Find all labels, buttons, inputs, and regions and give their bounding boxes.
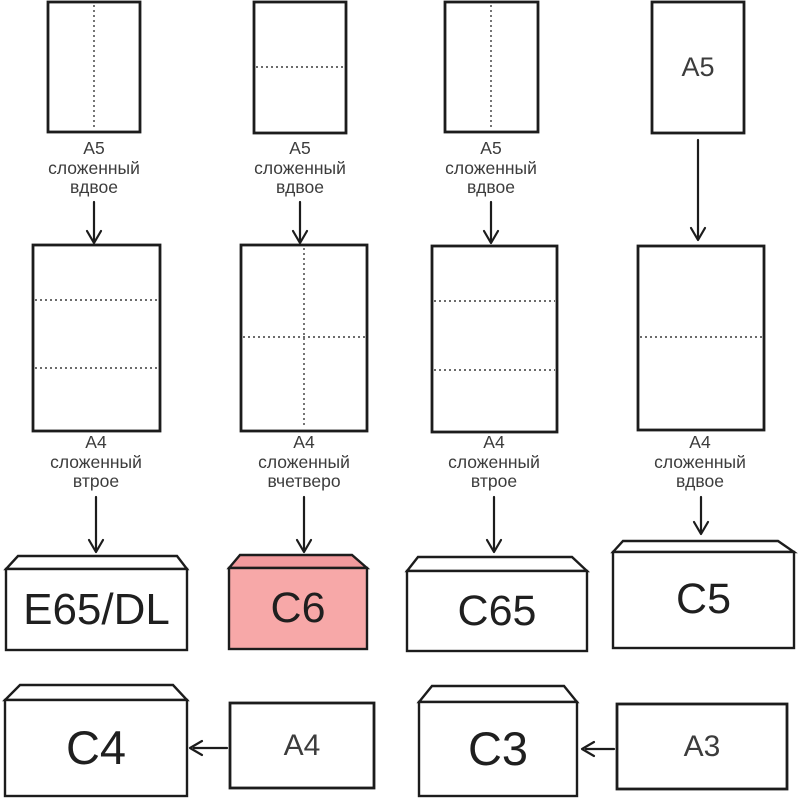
caption-line: сложенный — [445, 157, 537, 178]
envelope-c4-label: C4 — [65, 721, 127, 774]
arrow-down-mid-col1-head — [87, 538, 105, 554]
paper-a4-col3 — [430, 244, 559, 434]
envelope-c6-label: C6 — [270, 584, 326, 632]
caption-line: A4 — [689, 432, 711, 452]
caption-a5-folded-in-half-col1: A5 сложенный вдвое — [24, 138, 164, 198]
arrow-a3-to-c3-head — [580, 740, 596, 758]
paper-a3-bottom — [615, 702, 789, 791]
envelope-c3-flap — [416, 684, 580, 704]
envelope-c6-body — [227, 566, 369, 651]
arrow-down-col2-head — [291, 229, 309, 245]
envelope-c5-label: C5 — [676, 575, 731, 623]
caption-a4-folded-in-half-col4: A4 сложенный вдвое — [630, 432, 770, 492]
envelope-c65-label: C65 — [457, 587, 537, 635]
envelope-e65dl-flap — [3, 554, 190, 571]
envelope-c65-flap — [404, 555, 591, 573]
arrow-down-mid-col4-head — [692, 520, 710, 536]
arrow-down-col1-head — [85, 229, 103, 245]
envelope-c4-flap — [2, 683, 190, 702]
caption-a4-folded-in-three-col1: A4 сложенный втрое — [26, 432, 166, 492]
envelope-c3-label: C3 — [467, 722, 529, 775]
caption-line: сложенный — [258, 451, 350, 472]
caption-line: вдвое — [467, 177, 515, 197]
caption-line: A4 — [483, 432, 505, 452]
caption-line: сложенный — [50, 451, 142, 472]
arrow-a4-to-c4-head — [188, 739, 204, 757]
caption-line: сложенный — [448, 451, 540, 472]
envelope-e65dl-label: E65/DL — [23, 585, 170, 634]
caption-line: вдвое — [676, 471, 724, 491]
caption-line: втрое — [470, 471, 518, 491]
caption-line: сложенный — [654, 451, 746, 472]
paper-a3-bottom-label: A3 — [683, 730, 721, 763]
caption-line: A5 — [289, 138, 311, 158]
caption-line: сложенный — [48, 157, 140, 178]
caption-line: A5 — [480, 138, 502, 158]
caption-a5-folded-in-half-col3: A5 сложенный вдвое — [421, 138, 561, 198]
paper-a5-col4 — [650, 0, 746, 135]
caption-line: вчетверо — [267, 471, 341, 491]
caption-line: вдвое — [70, 177, 118, 197]
paper-a4-col4 — [636, 244, 766, 432]
caption-a5-folded-in-half-col2: A5 сложенный вдвое — [230, 138, 370, 198]
arrow-down-mid-col2-head — [295, 538, 313, 554]
caption-line: A4 — [85, 432, 107, 452]
paper-a4-bottom-label: A4 — [283, 729, 321, 762]
caption-line: вдвое — [276, 177, 324, 197]
envelope-c3-body — [417, 700, 579, 798]
envelope-c5-flap — [610, 539, 798, 554]
caption-line: сложенный — [254, 157, 346, 178]
envelope-e65dl-body — [4, 567, 189, 652]
paper-a5-col2 — [252, 0, 348, 135]
caption-line: втрое — [72, 471, 120, 491]
caption-line: A5 — [83, 138, 105, 158]
caption-line: A4 — [293, 432, 315, 452]
envelope-c5-body — [611, 550, 796, 650]
envelope-c65-body — [405, 569, 589, 653]
paper-a4-col1 — [31, 243, 162, 433]
arrow-down-col3-head — [482, 229, 500, 245]
arrow-down-mid-col3-head — [485, 538, 503, 554]
paper-a4-bottom — [228, 701, 376, 790]
arrow-down-col4-head — [689, 226, 707, 242]
caption-a4-folded-in-three-col3: A4 сложенный втрое — [424, 432, 564, 492]
paper-a5-col4-label: A5 — [681, 52, 715, 82]
caption-a4-folded-in-four-col2: A4 сложенный вчетверо — [234, 432, 374, 492]
envelope-c4-body — [3, 698, 189, 798]
envelope-c6-flap — [226, 553, 371, 570]
